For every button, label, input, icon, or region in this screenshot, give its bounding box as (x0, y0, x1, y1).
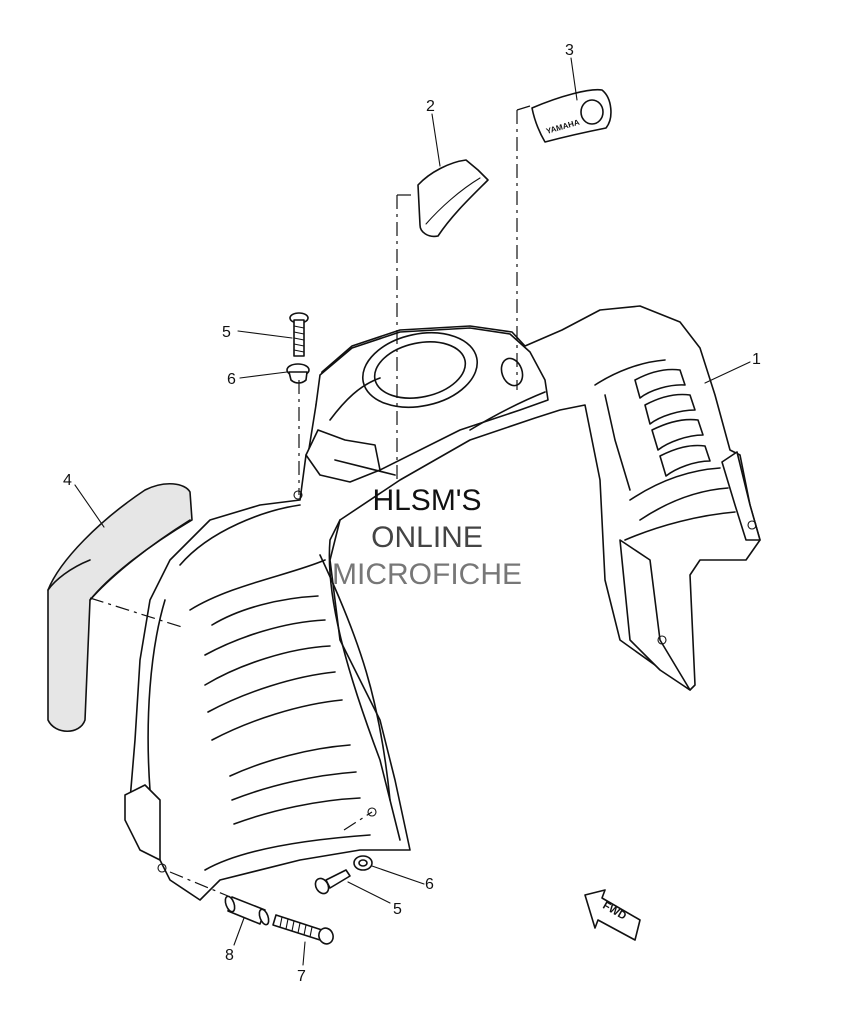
screw-lower-part (314, 869, 351, 895)
watermark: HLSM'S ONLINE MICROFICHE (332, 484, 522, 591)
callout-numbers: 1 2 3 4 5 6 5 6 7 8 (63, 42, 761, 985)
leader-lines (74, 57, 751, 966)
callout-8: 8 (225, 947, 234, 964)
grommet-upper-part (286, 363, 310, 384)
callout-2: 2 (426, 98, 435, 115)
collar-part (224, 895, 270, 926)
fwd-arrow-icon: FWD (584, 889, 641, 941)
callout-3: 3 (565, 42, 574, 59)
bolt-part (272, 914, 334, 945)
watermark-line-1: HLSM'S (372, 484, 481, 517)
screw-upper-part (289, 312, 309, 357)
handlebar-cover-part (124, 305, 761, 901)
callout-5-upper: 5 (222, 324, 231, 341)
callout-5-lower: 5 (393, 901, 402, 918)
emblem-plate-part (417, 159, 489, 238)
callout-7: 7 (297, 968, 306, 985)
callout-6-upper: 6 (227, 371, 236, 388)
watermark-line-2: ONLINE (371, 521, 483, 554)
callout-6-lower: 6 (425, 876, 434, 893)
callout-4: 4 (63, 472, 72, 489)
grommet-lower-part (353, 855, 373, 871)
watermark-line-3: MICROFICHE (332, 558, 522, 591)
handlebar-pad-part (47, 483, 193, 733)
assembly-guide-lines (89, 105, 531, 897)
callout-1: 1 (752, 351, 761, 368)
yamaha-emblem-part: YAMAHA (531, 88, 612, 143)
